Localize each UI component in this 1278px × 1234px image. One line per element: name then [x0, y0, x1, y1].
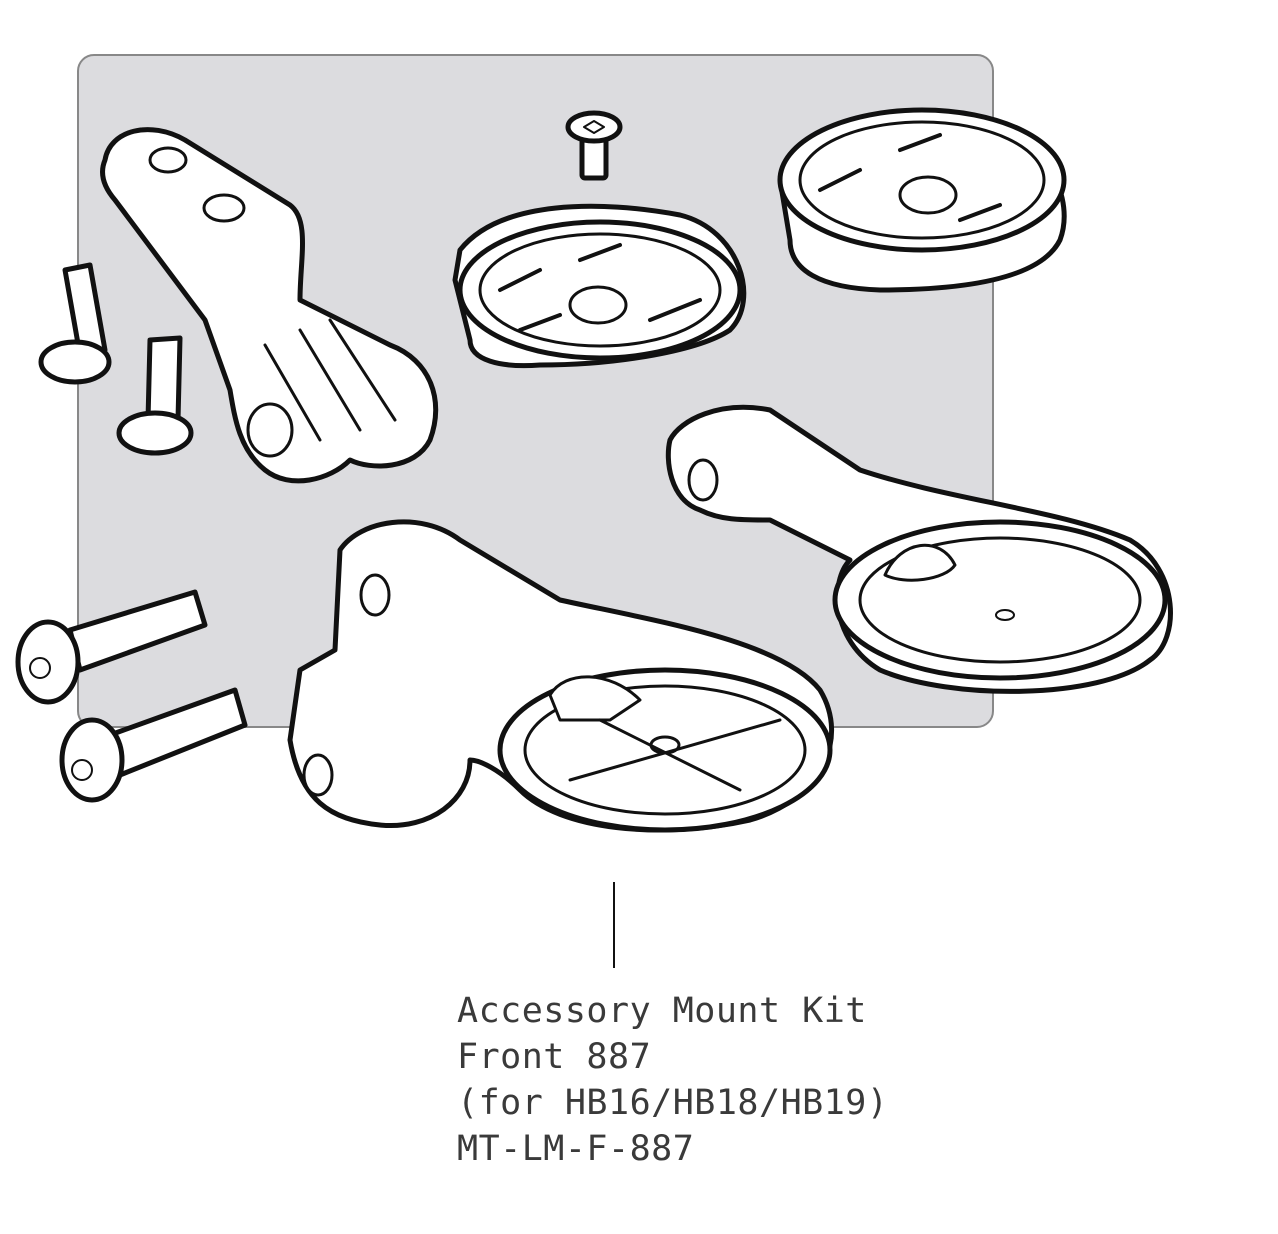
part-caption: Accessory Mount Kit Front 887 (for HB16/… — [457, 988, 888, 1172]
bolt-2 — [116, 335, 194, 456]
caption-model: Front 887 — [457, 1037, 652, 1077]
caption-product-name: Accessory Mount Kit — [457, 991, 867, 1031]
out-front-mount-front — [287, 519, 835, 833]
computer-mount-round-1 — [452, 203, 747, 369]
caption-part-number: MT-LM-F-887 — [457, 1129, 695, 1169]
bolt-3 — [15, 589, 208, 705]
computer-mount-round-2 — [777, 107, 1067, 293]
bolt-4 — [59, 687, 248, 803]
caption-compatibility: (for HB16/HB18/HB19) — [457, 1083, 889, 1123]
out-front-mount-long — [665, 404, 1173, 694]
small-screw — [565, 110, 623, 181]
bolt-1 — [38, 262, 112, 385]
out-front-arm — [100, 127, 439, 484]
